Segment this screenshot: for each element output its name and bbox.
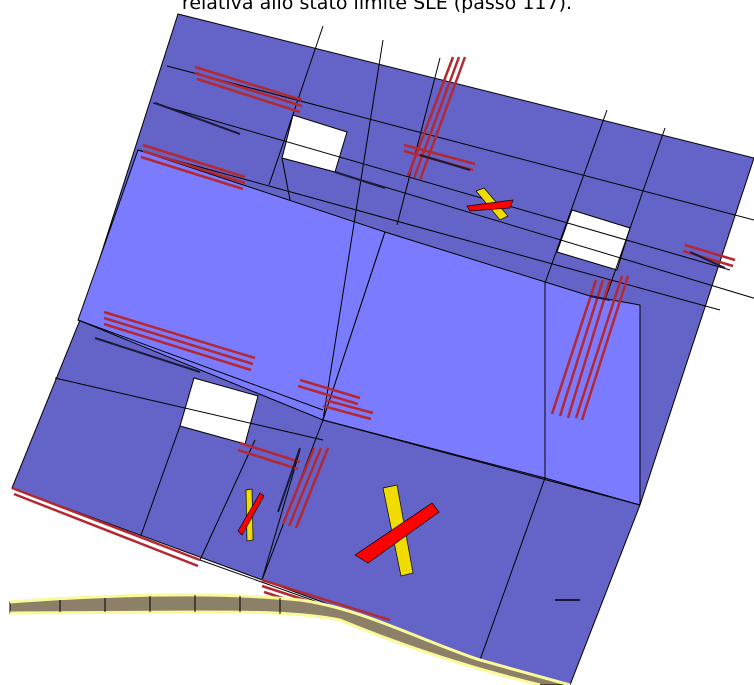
dark-rebar-strips xyxy=(94,102,726,513)
beam-divisions xyxy=(59,595,281,614)
beam-top-flange xyxy=(9,593,571,685)
mesh-lines xyxy=(54,25,754,661)
beam-bottom-flange xyxy=(9,610,541,685)
stress-cross-small-left xyxy=(237,488,265,542)
slab-mesh xyxy=(11,13,754,685)
stress-cross-large xyxy=(354,484,440,577)
figure-caption: relativa allo stato limite SLE (passo 11… xyxy=(181,0,573,14)
stress-crosses xyxy=(237,187,580,601)
beam-elevation xyxy=(9,593,571,685)
stress-cross-small-top xyxy=(466,187,514,221)
